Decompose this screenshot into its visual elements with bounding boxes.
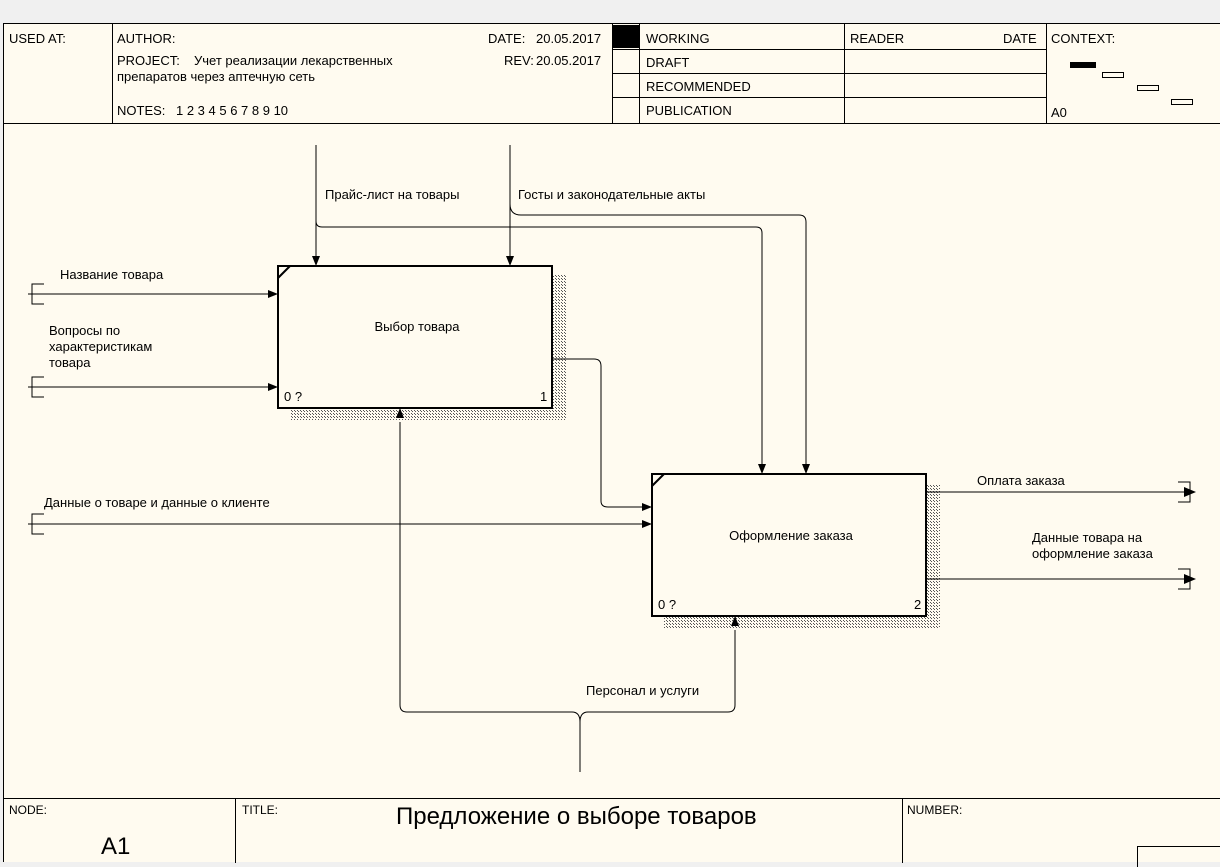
date-label: DATE:	[488, 31, 526, 46]
arrowhead	[731, 616, 739, 626]
box-2-shadow-right	[926, 484, 940, 629]
label-questions: Вопросы по характеристикам товара	[49, 323, 153, 370]
footer-divider	[235, 798, 236, 863]
box-2-name: Оформление заказа	[729, 528, 854, 543]
header-bottom-line	[4, 123, 1220, 124]
number-box	[1137, 846, 1220, 867]
context-box-active	[1070, 62, 1096, 68]
label-staff: Персонал и услуги	[586, 683, 700, 698]
rev-label: REV:	[504, 53, 534, 68]
rev-value: 20.05.2017	[536, 53, 602, 68]
node-value: A1	[101, 833, 131, 860]
date-value: 20.05.2017	[536, 31, 602, 46]
footer-top-line	[4, 798, 1220, 799]
label-product-name: Название товара	[60, 267, 164, 282]
box-2-corner	[651, 473, 665, 487]
arrowhead	[642, 520, 652, 528]
reader-date-label: DATE	[1003, 31, 1037, 46]
label-product-client-data: Данные о товаре и данные о клиенте	[44, 495, 270, 510]
context-box	[1171, 99, 1193, 105]
arrow-box1-to-box2	[552, 358, 642, 508]
arrowhead	[268, 383, 278, 391]
box-1	[277, 265, 553, 409]
arrow-staff-box1	[399, 422, 581, 772]
box-2-cost: 0 ?	[658, 597, 676, 612]
status-row-line	[613, 49, 1046, 50]
notes-label: NOTES:	[117, 103, 166, 118]
project-line-2: препаратов через аптечную сеть	[117, 69, 315, 84]
arrowhead	[758, 464, 766, 474]
label-price-list: Прайс-лист на товары	[325, 187, 460, 202]
arrowhead	[1184, 487, 1196, 497]
context-node: A0	[1051, 105, 1067, 120]
arrowhead	[642, 503, 652, 511]
label-payment: Оплата заказа	[977, 473, 1065, 488]
status-row-line	[613, 73, 1046, 74]
arrowhead	[312, 256, 320, 266]
arrowhead	[268, 290, 278, 298]
working-status-marker	[613, 25, 639, 48]
node-label: NODE:	[9, 803, 48, 817]
arrowhead	[506, 256, 514, 266]
status-recommended: RECOMMENDED	[646, 79, 751, 94]
status-draft: DRAFT	[646, 55, 690, 70]
context-box	[1102, 72, 1124, 78]
header-divider	[612, 24, 613, 123]
box-1-shadow-bottom	[290, 408, 566, 420]
project-label: PROJECT:	[117, 53, 180, 68]
arrowhead	[802, 464, 810, 474]
label-gosts: Госты и законодательные акты	[518, 187, 706, 202]
box-1-name: Выбор товара	[374, 319, 460, 334]
arrowhead	[1184, 574, 1196, 584]
box-1-corner	[277, 265, 291, 279]
box-1-number: 1	[540, 389, 547, 404]
footer-divider	[902, 798, 903, 863]
arrow-staff-box2	[579, 630, 736, 723]
project-line-1: Учет реализации лекарственных	[194, 53, 393, 68]
context-box	[1137, 85, 1159, 91]
header-divider	[1046, 24, 1047, 123]
idef0-sheet: USED AT: AUTHOR: PROJECT: Учет реализаци…	[3, 23, 1220, 867]
box-2-shadow-bottom	[664, 616, 940, 629]
header-divider	[112, 24, 113, 123]
author-label: AUTHOR:	[117, 31, 176, 46]
used-at-label: USED AT:	[9, 31, 66, 46]
number-label: NUMBER:	[907, 803, 963, 817]
arrowhead	[396, 408, 404, 418]
box-1-shadow-right	[552, 275, 566, 420]
arrow-gosts-branch	[509, 203, 807, 464]
arrow-price-list-branch	[315, 220, 763, 464]
label-order-data: Данные товара на оформление заказа	[1032, 530, 1153, 561]
tunnel-product-name	[31, 283, 44, 305]
status-working: WORKING	[646, 31, 710, 46]
box-2-number: 2	[914, 597, 921, 612]
box-1-cost: 0 ?	[284, 389, 302, 404]
status-publication: PUBLICATION	[646, 103, 732, 118]
status-row-line	[613, 97, 1046, 98]
box-2	[651, 473, 927, 617]
reader-label: READER	[850, 31, 905, 46]
context-label: CONTEXT:	[1051, 31, 1116, 46]
title-label: TITLE:	[242, 803, 279, 817]
tunnel-product-client-data	[31, 513, 44, 535]
tunnel-questions	[31, 376, 44, 398]
notes-values: 1 2 3 4 5 6 7 8 9 10	[176, 103, 289, 118]
idef0-diagram: Выбор товара 0 ? 1 Оформление заказа 0 ?…	[28, 145, 1196, 772]
diagram-title: Предложение о выборе товаров	[396, 803, 757, 830]
